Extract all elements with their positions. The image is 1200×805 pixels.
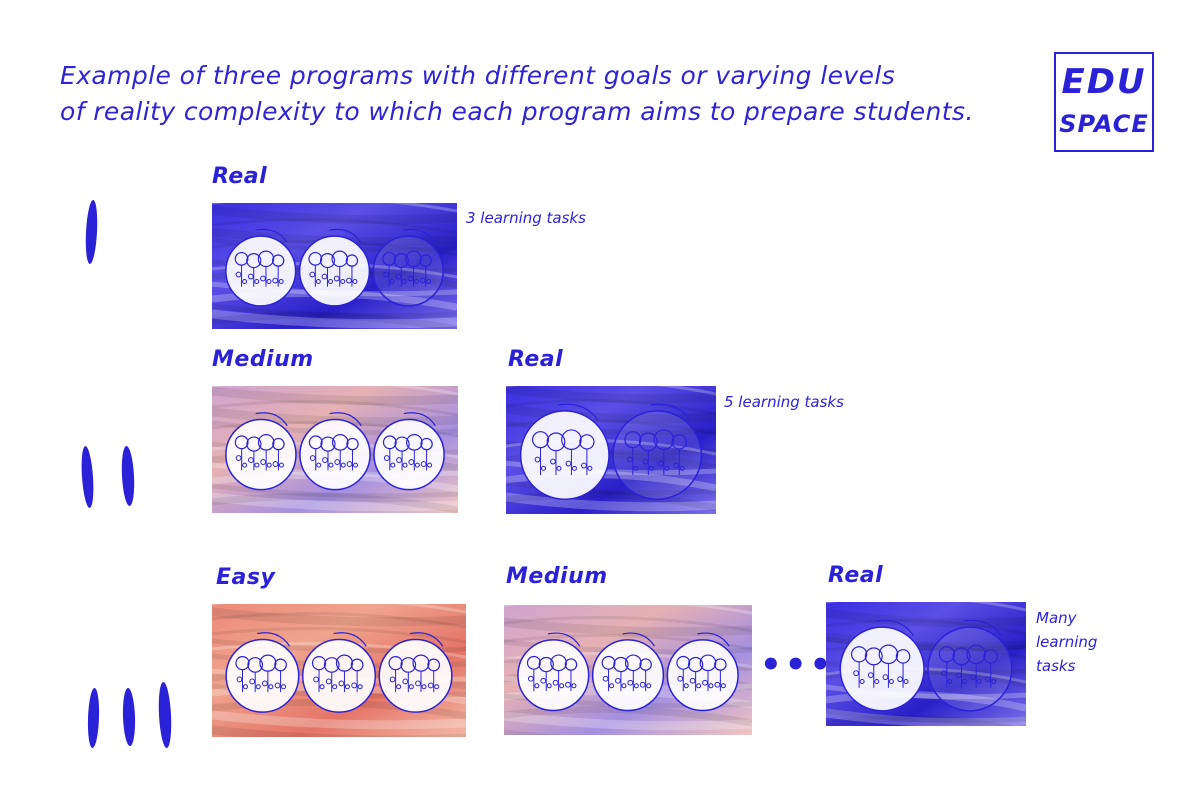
logo-line-1: EDU <box>1061 62 1147 102</box>
diagram-title: Example of three programs with different… <box>60 58 1040 130</box>
level-label-medium: Medium <box>506 564 608 589</box>
learning-task-circle <box>299 412 371 491</box>
eduspace-logo: EDU SPACE <box>1054 52 1154 152</box>
numeral-stroke <box>157 681 173 749</box>
numeral-stroke <box>86 687 101 749</box>
numeral-stroke <box>79 445 96 509</box>
learning-task-circle <box>612 403 703 501</box>
learning-task-circle <box>225 632 300 713</box>
title-line-2: of reality complexity to which each prog… <box>60 97 974 126</box>
learning-task-circle <box>373 412 445 491</box>
task-count-note: 5 learning tasks <box>724 393 844 411</box>
learning-task-circle <box>225 228 297 307</box>
level-label-medium: Medium <box>212 347 314 372</box>
level-label-real: Real <box>828 563 884 588</box>
note-line: Many <box>1036 609 1077 627</box>
learning-task-circle <box>378 632 453 713</box>
panel-illustration <box>504 605 752 735</box>
task-panel-easy <box>212 604 466 737</box>
learning-task-circle <box>839 619 925 712</box>
learning-task-circle <box>298 228 371 307</box>
task-count-note: 3 learning tasks <box>466 209 586 227</box>
task-panel-medium <box>212 386 458 513</box>
numeral-stroke <box>121 687 137 747</box>
panel-illustration <box>212 203 457 329</box>
learning-task-circle <box>927 619 1013 712</box>
learning-task-circle <box>225 412 297 491</box>
title-line-1: Example of three programs with different… <box>60 61 896 90</box>
task-panel-real <box>826 602 1026 726</box>
learning-task-circle <box>372 228 444 307</box>
learning-task-circle <box>666 632 739 712</box>
numeral-stroke <box>120 445 136 507</box>
ellipsis: ••• <box>760 645 835 685</box>
note-line: learning <box>1036 633 1098 651</box>
numeral-stroke <box>84 199 99 265</box>
panel-illustration <box>212 604 466 737</box>
task-panel-real <box>212 203 457 329</box>
learning-task-circle <box>301 632 377 713</box>
level-label-real: Real <box>212 164 268 189</box>
level-label-easy: Easy <box>216 565 276 590</box>
learning-task-circle <box>519 403 610 501</box>
learning-task-circle <box>517 632 590 712</box>
logo-line-2: SPACE <box>1059 110 1149 138</box>
panel-illustration <box>826 602 1026 726</box>
learning-task-circle <box>591 632 665 712</box>
note-line: tasks <box>1036 657 1076 675</box>
level-label-real: Real <box>508 347 564 372</box>
task-panel-medium <box>504 605 752 735</box>
task-count-note: Many learning tasks <box>1036 606 1097 678</box>
task-panel-real <box>506 386 716 514</box>
panel-illustration <box>212 386 458 513</box>
panel-illustration <box>506 386 716 514</box>
